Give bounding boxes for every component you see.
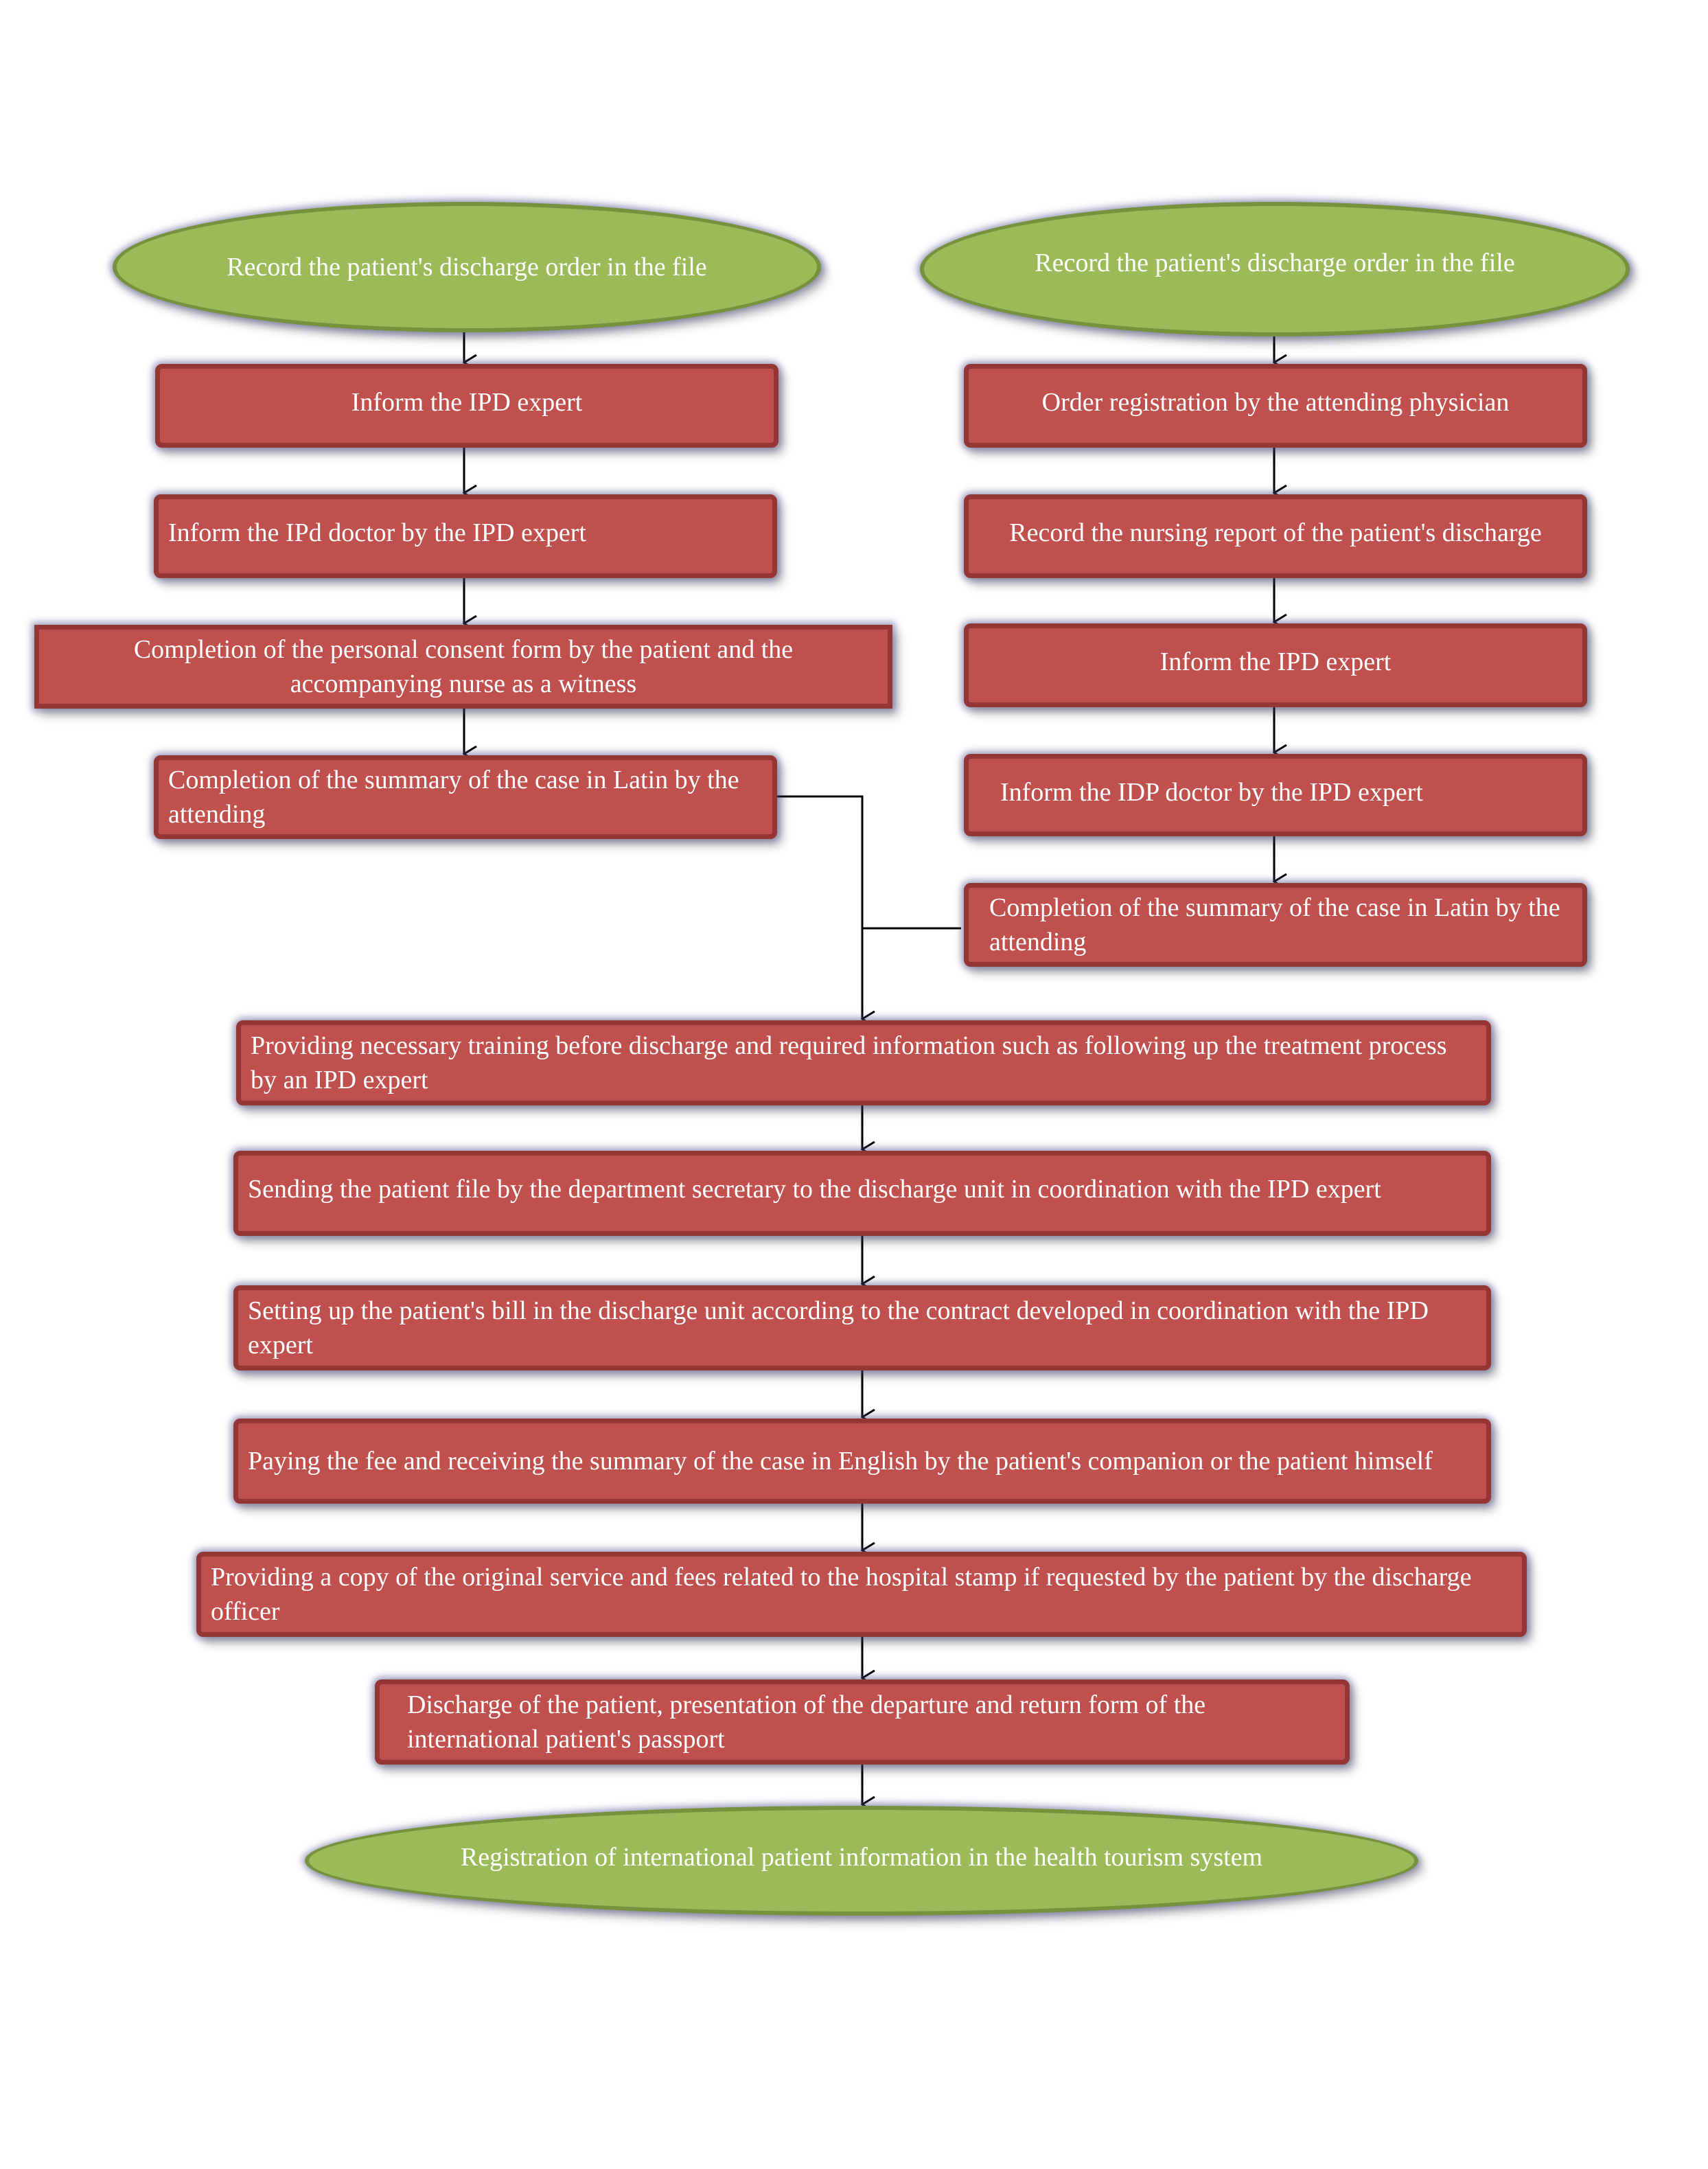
left-step-1-label: Inform the IPD expert xyxy=(351,388,583,417)
right-step-1-label: Order registration by the attending phys… xyxy=(1041,388,1510,417)
left-start-label: Record the patient's discharge order in … xyxy=(227,253,707,282)
right-step-inform-idp-doctor: Inform the IDP doctor by the IPD expert xyxy=(964,754,1587,836)
step-discharge-training: Providing necessary training before disc… xyxy=(236,1020,1491,1105)
step-copy-of-service: Providing a copy of the original service… xyxy=(196,1552,1527,1637)
end-oval: Registration of international patient in… xyxy=(305,1806,1418,1916)
step-send-patient-file: Sending the patient file by the departme… xyxy=(233,1151,1491,1236)
step-discharge-patient: Discharge of the patient, presentation o… xyxy=(375,1679,1350,1765)
right-step-5-label: Completion of the summary of the case in… xyxy=(989,893,1560,956)
left-step-3-label: Completion of the personal consent form … xyxy=(133,635,794,698)
merge-line-left xyxy=(777,795,864,928)
merged-step-3-label: Setting up the patient's bill in the dis… xyxy=(248,1296,1429,1359)
merged-step-2-label: Sending the patient file by the departme… xyxy=(248,1175,1381,1204)
left-step-4-label: Completion of the summary of the case in… xyxy=(168,766,739,829)
merged-step-4-label: Paying the fee and receiving the summary… xyxy=(248,1447,1433,1476)
right-start-label: Record the patient's discharge order in … xyxy=(1035,249,1515,277)
merged-step-1-label: Providing necessary training before disc… xyxy=(251,1031,1447,1094)
right-step-3-label: Inform the IPD expert xyxy=(1159,647,1392,676)
right-step-order-registration: Order registration by the attending phys… xyxy=(964,364,1587,448)
right-step-inform-ipd-expert: Inform the IPD expert xyxy=(964,623,1587,707)
step-patient-bill: Setting up the patient's bill in the dis… xyxy=(233,1285,1491,1370)
merged-step-6-label: Discharge of the patient, presentation o… xyxy=(407,1690,1206,1754)
right-step-nursing-report: Record the nursing report of the patient… xyxy=(964,494,1587,578)
right-start-oval: Record the patient's discharge order in … xyxy=(920,202,1630,336)
step-pay-fee: Paying the fee and receiving the summary… xyxy=(233,1419,1491,1504)
left-step-consent-form: Completion of the personal consent form … xyxy=(34,625,892,709)
right-step-2-label: Record the nursing report of the patient… xyxy=(1009,518,1542,547)
left-step-inform-ipd-doctor: Inform the IPd doctor by the IPD expert xyxy=(154,494,777,578)
left-step-latin-summary: Completion of the summary of the case in… xyxy=(154,755,777,839)
left-start-oval: Record the patient's discharge order in … xyxy=(113,202,821,332)
end-label: Registration of international patient in… xyxy=(460,1843,1263,1872)
left-step-inform-ipd-expert: Inform the IPD expert xyxy=(155,364,778,448)
right-step-4-label: Inform the IDP doctor by the IPD expert xyxy=(1000,778,1423,807)
merged-step-5-label: Providing a copy of the original service… xyxy=(211,1563,1472,1626)
left-step-2-label: Inform the IPd doctor by the IPD expert xyxy=(168,518,586,547)
right-step-latin-summary: Completion of the summary of the case in… xyxy=(964,883,1587,967)
